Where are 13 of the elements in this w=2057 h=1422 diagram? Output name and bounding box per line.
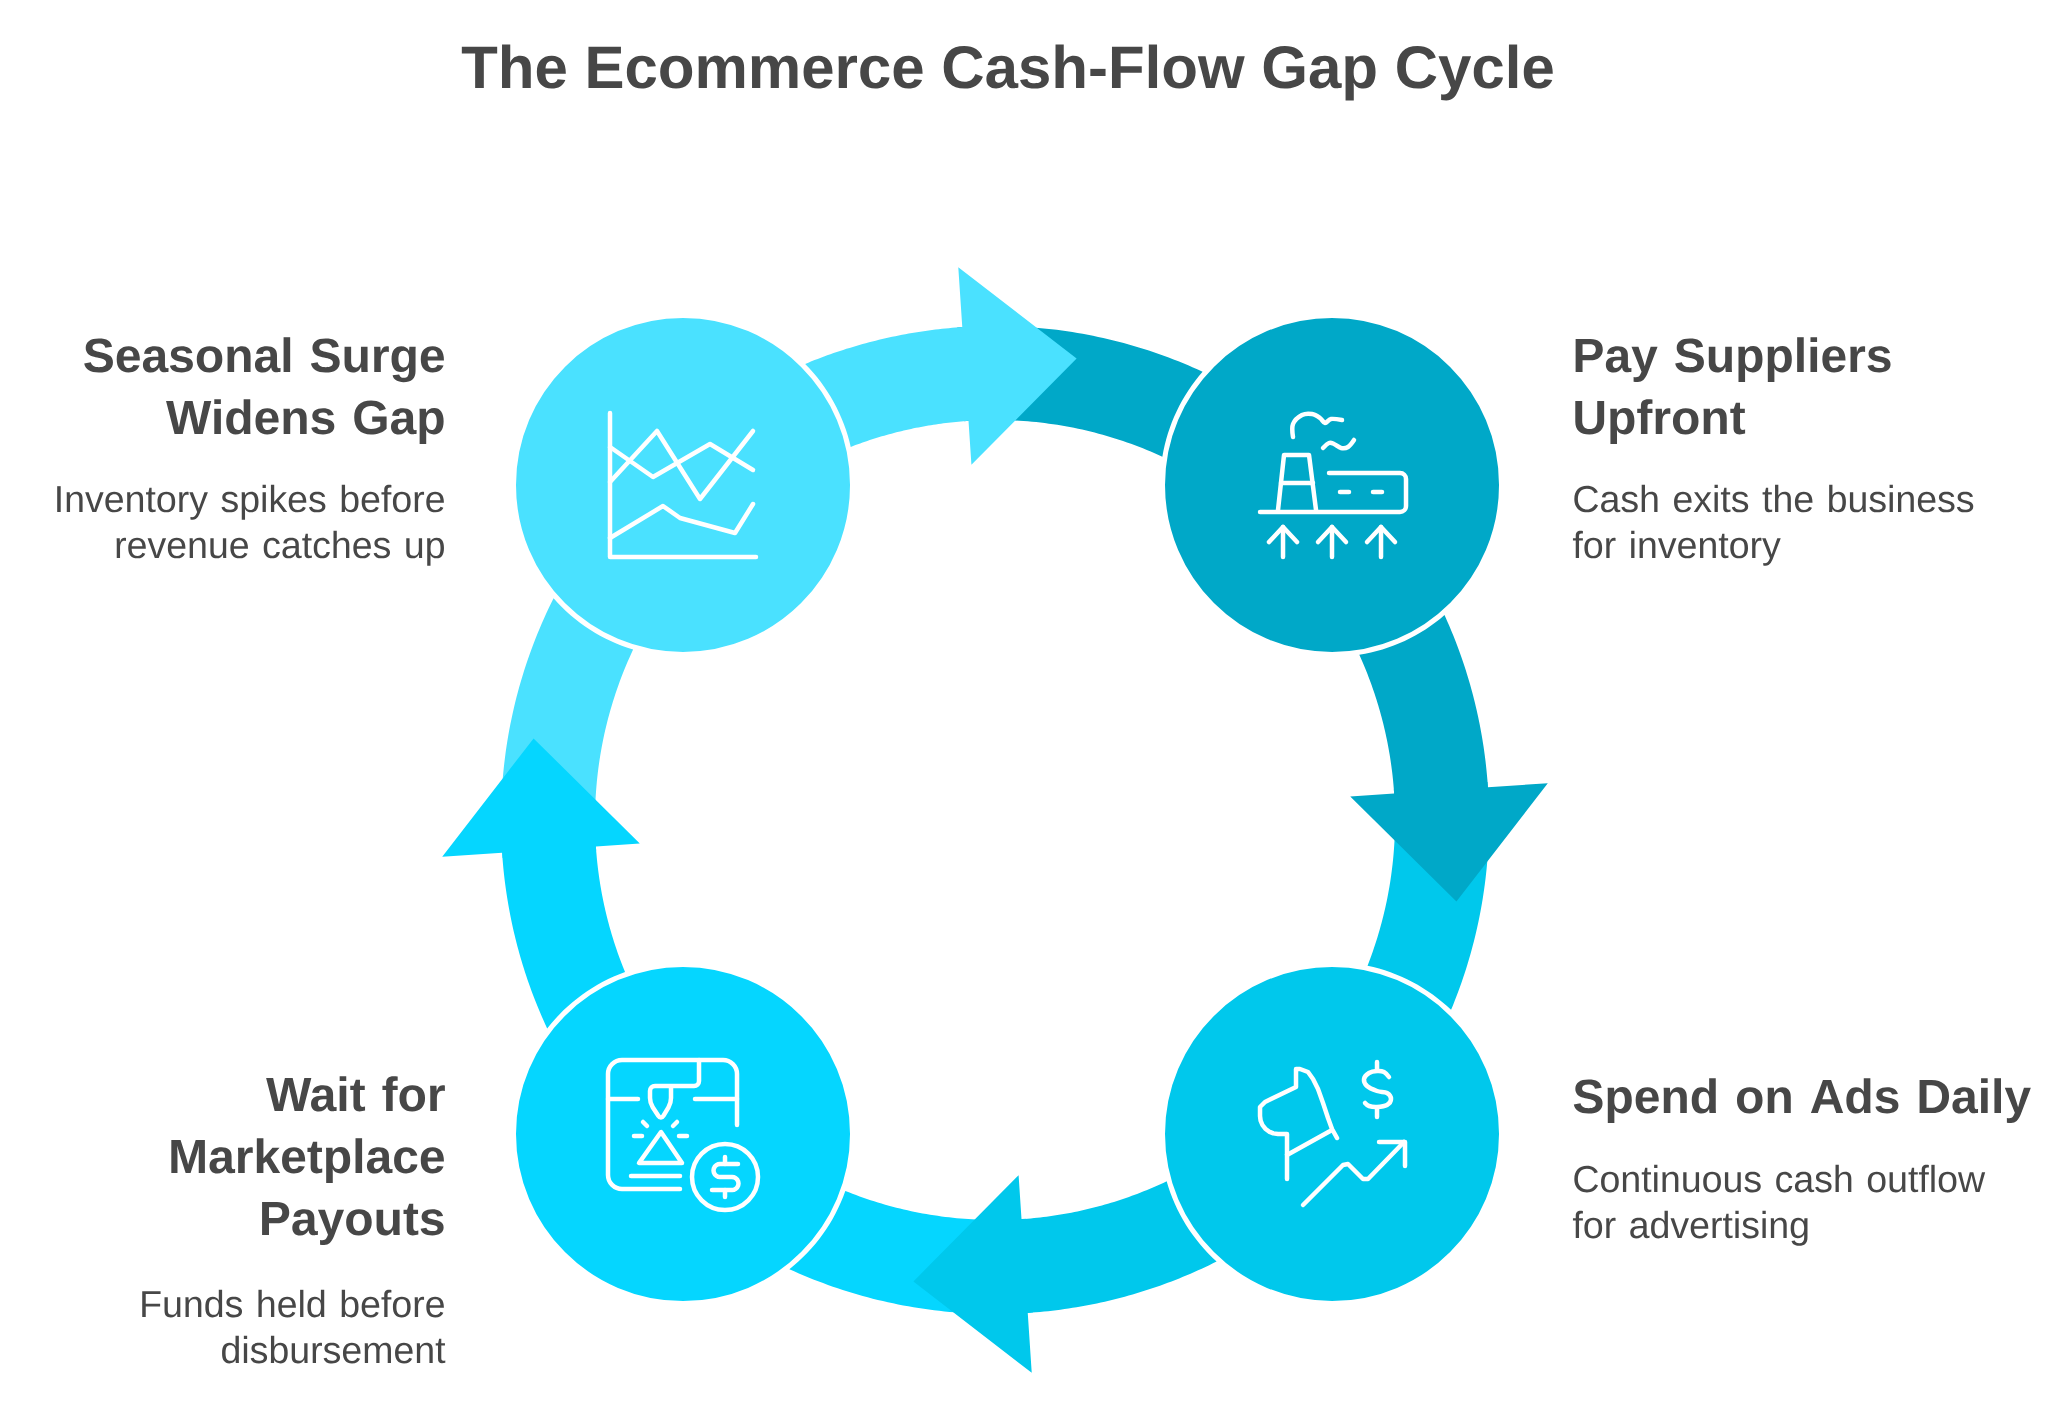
step-description: Funds held before disbursement — [142, 1289, 446, 1364]
step-description: Cash exits the business for inventory — [1572, 484, 1974, 566]
step-heading: Pay Suppliers Upfront — [1575, 337, 1891, 444]
cycle-arrow — [789, 1175, 1217, 1373]
step-heading: Wait for Marketplace Payouts — [171, 1076, 445, 1245]
cycle-arrow — [442, 598, 640, 1029]
step-description: Continuous cash outflow for advertising — [1572, 1164, 1986, 1246]
step-heading: Seasonal Surge Widens Gap — [84, 337, 444, 444]
title: The Ecommerce Cash-Flow Gap Cycle — [461, 44, 1553, 101]
step-description: Inventory spikes before revenue catches up — [57, 484, 444, 566]
cycle-arrow — [1350, 615, 1548, 1010]
cycle-arrow — [805, 267, 1203, 465]
step-heading: Spend on Ads Daily — [1573, 1078, 2031, 1123]
